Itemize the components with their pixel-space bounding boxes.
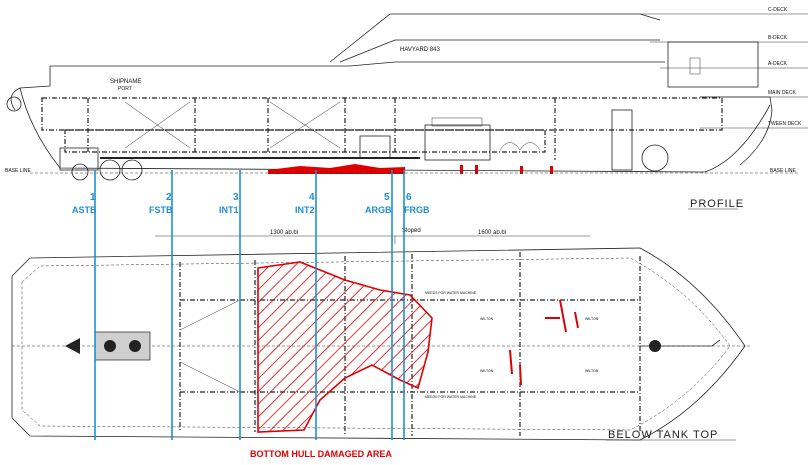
main-engine xyxy=(424,124,491,161)
aft-propeller xyxy=(71,163,89,181)
damage-mark xyxy=(509,349,513,375)
deck-label-main: MAIN DECK xyxy=(768,90,796,96)
base-line-right-label: BASE LINE xyxy=(770,168,797,174)
a-deck-outline xyxy=(50,61,665,67)
tank-label: WILTON xyxy=(480,369,494,373)
sensor-number-1: 1 xyxy=(90,192,96,203)
stern-outline xyxy=(10,66,51,111)
plan-inner-outline xyxy=(21,257,731,431)
port-label: PORT xyxy=(118,86,132,92)
stern-roller xyxy=(6,96,22,112)
damage-caption: BOTTOM HULL DAMAGED AREA xyxy=(250,449,392,459)
tank-label: WILTON xyxy=(480,317,494,321)
lower-tanks xyxy=(64,129,546,153)
sloped-label: Sloped xyxy=(402,228,421,234)
stb-drive-wheel-1 xyxy=(99,159,121,181)
profile-title: PROFILE xyxy=(690,198,744,210)
vessel-name: HAVYARD 843 xyxy=(400,47,440,53)
aft-thruster-room xyxy=(94,331,151,361)
damage-mark xyxy=(519,364,522,386)
gearbox xyxy=(359,135,391,159)
wheelhouse-window xyxy=(689,57,701,75)
base-line-left-label: BASE LINE xyxy=(5,168,32,174)
sensor-label-2: FSTB xyxy=(149,205,173,215)
sensor-label-3: INT1 xyxy=(219,205,239,215)
stb-drive-wheel-2 xyxy=(121,159,143,181)
dim-left: 1300 ab.bl xyxy=(270,230,298,236)
deck-label-a: A-DECK xyxy=(768,61,788,67)
superstructure-top xyxy=(329,13,661,63)
bow-outline xyxy=(700,96,773,166)
damage-mark xyxy=(559,299,567,333)
cross-brace xyxy=(124,101,191,149)
profile-damage-area xyxy=(268,164,405,174)
profile-view: C-DECK B-DECK A-DECK MAIN DECK TWEEN DEC… xyxy=(5,7,808,210)
ship-name: SHIPNAME xyxy=(110,79,141,85)
deck-label-b: B-DECK xyxy=(768,35,788,41)
plan-view: 1300 ab.bl 1600 ab.bl Sloped MEEDS FOR W… xyxy=(11,228,750,459)
sensor-label-4: INT2 xyxy=(295,205,315,215)
aft-thruster-block xyxy=(59,147,99,171)
sensor-lines: 1 ASTB 2 FSTB 3 INT1 4 INT2 5 ARGB 6 FRG… xyxy=(72,170,430,440)
sensor-number-6: 6 xyxy=(406,192,412,203)
sensor-label-5: ARGB xyxy=(365,205,392,215)
tank-label: MEEDS FOR WATER MACHINE xyxy=(425,395,477,399)
dim-right: 1600 ab.bl xyxy=(478,230,506,236)
sensor-label-6: FRGB xyxy=(404,205,430,215)
profile-damage-mark xyxy=(460,165,463,174)
deck-label-c: C-DECK xyxy=(768,7,788,13)
sensor-number-2: 2 xyxy=(166,192,172,203)
bottom-hull-damage-area xyxy=(257,261,433,433)
sensor-number-4: 4 xyxy=(309,192,315,203)
wheelhouse xyxy=(667,41,759,88)
engine-top xyxy=(431,117,483,127)
profile-damage-mark xyxy=(520,166,523,174)
sensor-number-5: 5 xyxy=(384,192,390,203)
sensor-number-3: 3 xyxy=(233,192,239,203)
stern-drive xyxy=(65,338,80,354)
cross-brace xyxy=(269,101,341,149)
profile-damage-mark xyxy=(475,165,478,174)
tank-label: WILTON xyxy=(585,317,599,321)
aft-thruster-unit xyxy=(129,340,141,352)
damage-mark xyxy=(574,311,579,329)
main-deck-tanks xyxy=(41,97,723,131)
deck-label-tween: TWEEN DECK xyxy=(768,121,802,127)
plan-title: BELOW TANK TOP xyxy=(608,429,718,441)
bow-thruster xyxy=(641,144,669,172)
superstructure-mid xyxy=(339,39,660,63)
profile-damage-mark xyxy=(550,166,553,174)
tank-label: WILTON xyxy=(585,369,599,373)
bow-thruster-column xyxy=(611,109,633,171)
aft-thruster-unit xyxy=(104,340,116,352)
exhaust-pipe xyxy=(499,142,541,151)
sensor-label-1: ASTB xyxy=(72,205,97,215)
tank-label: MEEDS FOR WATER MACHINE xyxy=(425,291,477,295)
bow-pointer xyxy=(640,339,721,347)
